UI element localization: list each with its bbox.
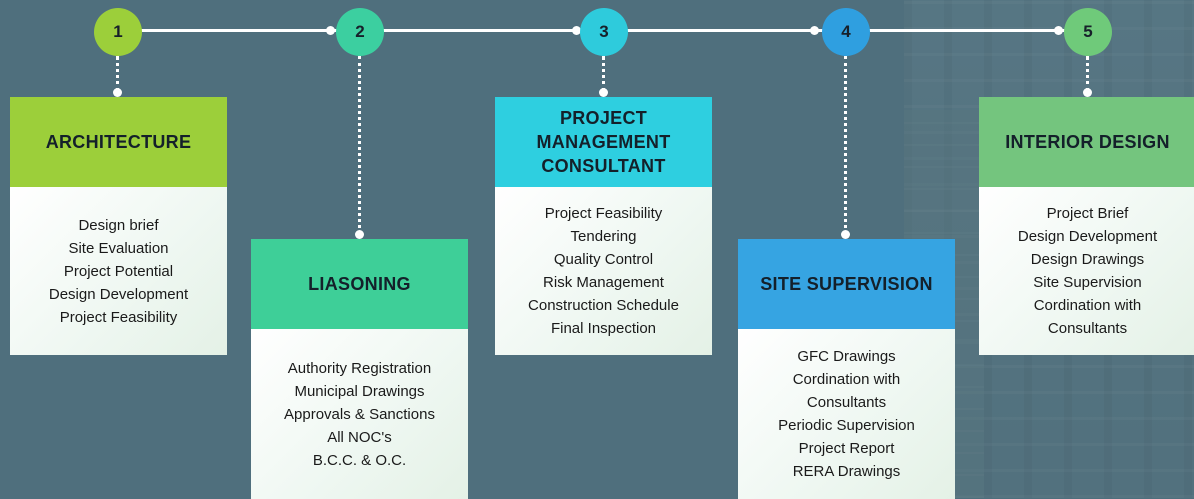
- connector-5: [1086, 56, 1089, 92]
- list-item: Final Inspection: [550, 320, 657, 337]
- list-item: Consultants: [1047, 320, 1128, 337]
- card-title: ARCHITECTURE: [10, 97, 227, 187]
- connector-2: [358, 56, 361, 234]
- list-item: Approvals & Sanctions: [284, 405, 435, 423]
- list-item: RERA Drawings: [792, 463, 901, 480]
- list-item: Tendering: [570, 228, 637, 245]
- timeline-dot: [572, 26, 581, 35]
- list-item: GFC Drawings: [797, 348, 896, 365]
- timeline-dot: [810, 26, 819, 35]
- list-item: Design Development: [48, 285, 189, 303]
- list-item: Authority Registration: [287, 359, 432, 377]
- card-title: LIASONING: [251, 239, 468, 329]
- timeline-dot: [1054, 26, 1063, 35]
- connector-dot-4: [841, 230, 850, 239]
- list-item: Project Brief: [1046, 205, 1129, 222]
- card-title: SITE SUPERVISION: [738, 239, 955, 329]
- step-number-5: 5: [1064, 8, 1112, 56]
- list-item: Project Potential: [63, 262, 174, 280]
- card-project-management-consultant: PROJECT MANAGEMENT CONSULTANT Project Fe…: [495, 97, 712, 355]
- connector-4: [844, 56, 847, 234]
- list-item: Site Evaluation: [68, 239, 169, 257]
- step-number-2: 2: [336, 8, 384, 56]
- list-item: Risk Management: [543, 274, 664, 291]
- list-item: Design brief: [78, 216, 159, 234]
- list-item: Consultants: [806, 394, 887, 411]
- list-item: Municipal Drawings: [294, 382, 425, 400]
- connector-dot-1: [113, 88, 122, 97]
- timeline-dot: [326, 26, 335, 35]
- step-number-3: 3: [580, 8, 628, 56]
- list-item: Design Development: [1017, 228, 1158, 245]
- connector-dot-5: [1083, 88, 1092, 97]
- connector-dot-3: [599, 88, 608, 97]
- list-item: Project Feasibility: [544, 205, 663, 222]
- list-item: Site Supervision: [1033, 274, 1142, 291]
- step-number-1: 1: [94, 8, 142, 56]
- list-item: Quality Control: [553, 251, 654, 268]
- list-item: Construction Schedule: [528, 297, 679, 314]
- card-title: INTERIOR DESIGN: [979, 97, 1194, 187]
- list-item: Project Report: [798, 440, 895, 457]
- list-item: Project Feasibility: [59, 308, 178, 326]
- list-item: Cordination with: [792, 371, 901, 388]
- connector-3: [602, 56, 605, 92]
- list-item: Periodic Supervision: [778, 417, 915, 434]
- list-item: Cordination with: [1033, 297, 1142, 314]
- list-item: B.C.C. & O.C.: [312, 451, 407, 469]
- list-item: All NOC's: [327, 428, 392, 446]
- card-title: PROJECT MANAGEMENT CONSULTANT: [495, 97, 712, 187]
- connector-dot-2: [355, 230, 364, 239]
- connector-1: [116, 56, 119, 92]
- list-item: Design Drawings: [1030, 251, 1145, 268]
- step-number-4: 4: [822, 8, 870, 56]
